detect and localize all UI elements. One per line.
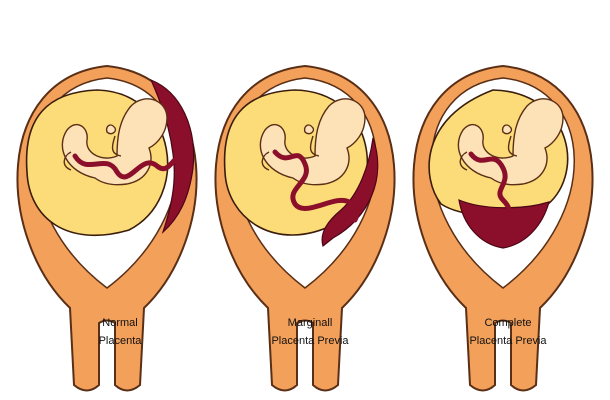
uterus-complete-placenta-previa bbox=[412, 65, 594, 392]
uterus-marginal-placenta-previa bbox=[214, 65, 396, 392]
placenta-marginal bbox=[321, 137, 379, 248]
uterus-normal-placenta bbox=[16, 65, 198, 392]
caption-line1: Complete bbox=[484, 317, 532, 329]
caption-marginal-placenta-previa: Marginall Placenta Previa bbox=[235, 314, 385, 350]
caption-line2: Placenta Previa bbox=[469, 335, 547, 347]
umbilical-cord-normal bbox=[72, 153, 180, 180]
caption-normal-placenta: Normal Placenta bbox=[45, 314, 195, 350]
caption-line2: Placenta bbox=[98, 335, 142, 347]
placenta-normal bbox=[149, 78, 195, 234]
caption-line1: Marginall bbox=[287, 317, 333, 329]
umbilical-cord-complete bbox=[468, 151, 512, 223]
placenta-complete bbox=[458, 199, 550, 249]
caption-line1: Normal bbox=[102, 317, 138, 329]
caption-complete-placenta-previa: Complete Placenta Previa bbox=[433, 314, 583, 350]
umbilical-cord-marginal bbox=[272, 149, 360, 223]
caption-line2: Placenta Previa bbox=[271, 335, 349, 347]
